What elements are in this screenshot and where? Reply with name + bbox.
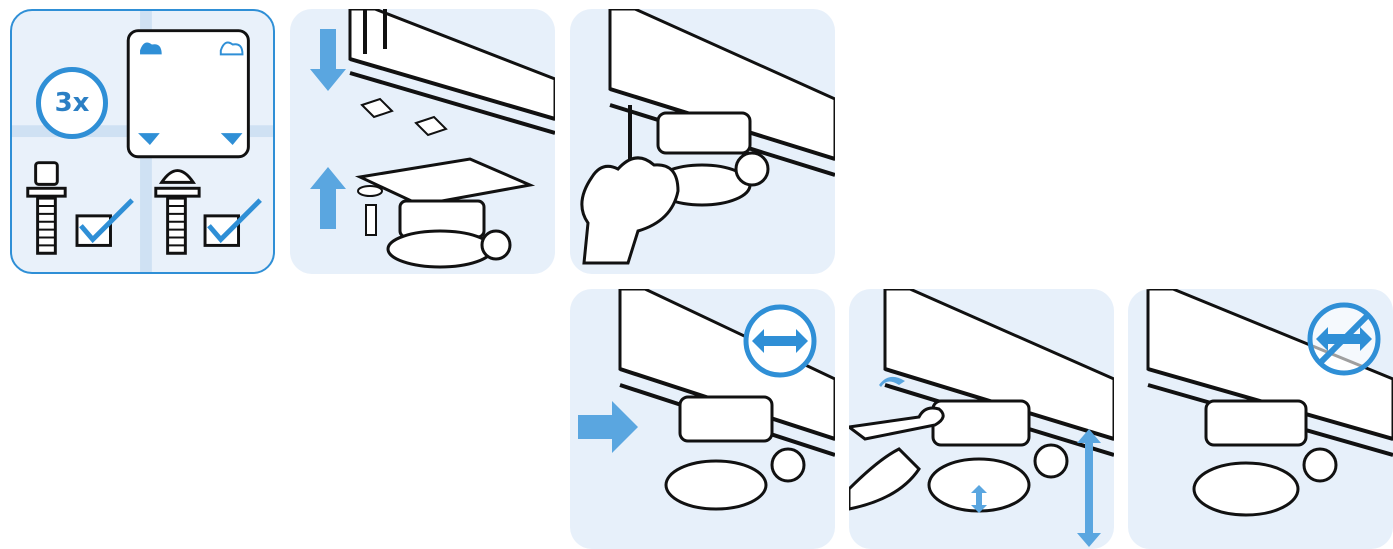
flat-head-screw-icon xyxy=(28,163,65,254)
washer-icon xyxy=(358,186,382,196)
round-head-screw-icon xyxy=(156,171,199,254)
horizontal-move-allowed-icon xyxy=(746,307,814,375)
adjust-illustration xyxy=(849,289,1114,549)
up-arrow-icon xyxy=(310,167,346,229)
locked-illustration xyxy=(1128,289,1393,549)
t-nut-icon xyxy=(362,99,446,135)
horizontal-move-forbidden-icon xyxy=(1310,305,1378,373)
parts-illustration xyxy=(12,11,273,272)
step-6-panel xyxy=(1128,289,1393,549)
plate xyxy=(360,159,530,205)
step-5-panel xyxy=(849,289,1114,549)
step-2-panel xyxy=(290,9,555,274)
tighten-illustration xyxy=(570,9,835,274)
hex-screw-icon xyxy=(366,205,376,235)
step-3-panel xyxy=(570,9,835,274)
push-arrow-icon xyxy=(578,401,638,453)
quantity-badge: 3x xyxy=(36,67,108,139)
hand-icon xyxy=(582,158,678,263)
caster-icon xyxy=(388,201,510,267)
down-arrow-icon xyxy=(310,29,346,91)
mounting-plate-icon xyxy=(128,31,248,157)
step-1-panel: 3x xyxy=(10,9,275,274)
step-4-panel xyxy=(570,289,835,549)
move-illustration xyxy=(570,289,835,549)
wrench-icon xyxy=(849,408,943,439)
assembly-illustration xyxy=(290,9,555,274)
